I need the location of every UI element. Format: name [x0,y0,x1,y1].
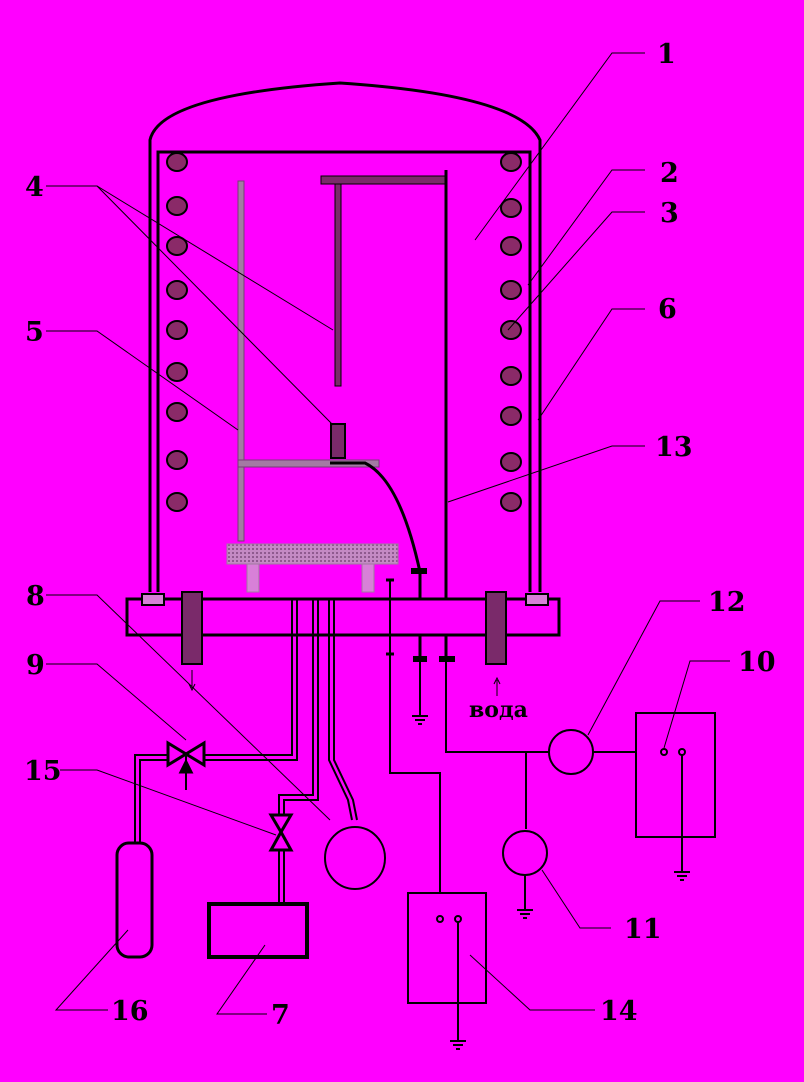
label-3: 3 [660,198,679,229]
valve-9 [166,740,206,790]
label-13: 13 [655,432,693,463]
label-6: 6 [658,294,677,325]
gas-cylinder [115,841,154,959]
label-1: 1 [657,39,676,70]
valve-15 [268,813,294,852]
sample-holder [237,180,427,660]
temperature-meter-14 [389,656,487,1050]
label-10: 10 [738,647,776,678]
label-7: 7 [271,1000,290,1031]
label-15: 15 [24,756,62,787]
vacuum-pump [207,902,309,959]
water-label: вода [469,697,528,723]
part-labels: 1 2 3 4 5 6 13 8 9 15 12 10 11 14 16 7 в… [24,39,776,1031]
water-flow-arrows [188,670,501,696]
bell-jar [148,81,542,592]
power-circuit [445,660,664,919]
label-12: 12 [708,587,746,618]
label-8: 8 [26,581,45,612]
label-4: 4 [25,172,44,203]
ground-symbol-feedthrough [412,662,428,725]
label-14: 14 [600,996,638,1027]
power-supply-10 [635,712,716,881]
label-11: 11 [624,914,662,945]
leader-lines [46,52,730,1015]
label-9: 9 [26,650,45,681]
thermocouple-feedthrough [386,578,455,662]
label-2: 2 [660,158,679,189]
cooling-coil-right [500,152,522,512]
gas-lines [134,599,358,904]
cooling-coil-left [166,152,188,512]
label-16: 16 [111,996,149,1027]
vacuum-gauge [324,826,386,890]
base-plate [125,591,561,665]
substrate-table [226,543,399,593]
label-5: 5 [25,317,44,348]
top-electrode [320,170,448,660]
